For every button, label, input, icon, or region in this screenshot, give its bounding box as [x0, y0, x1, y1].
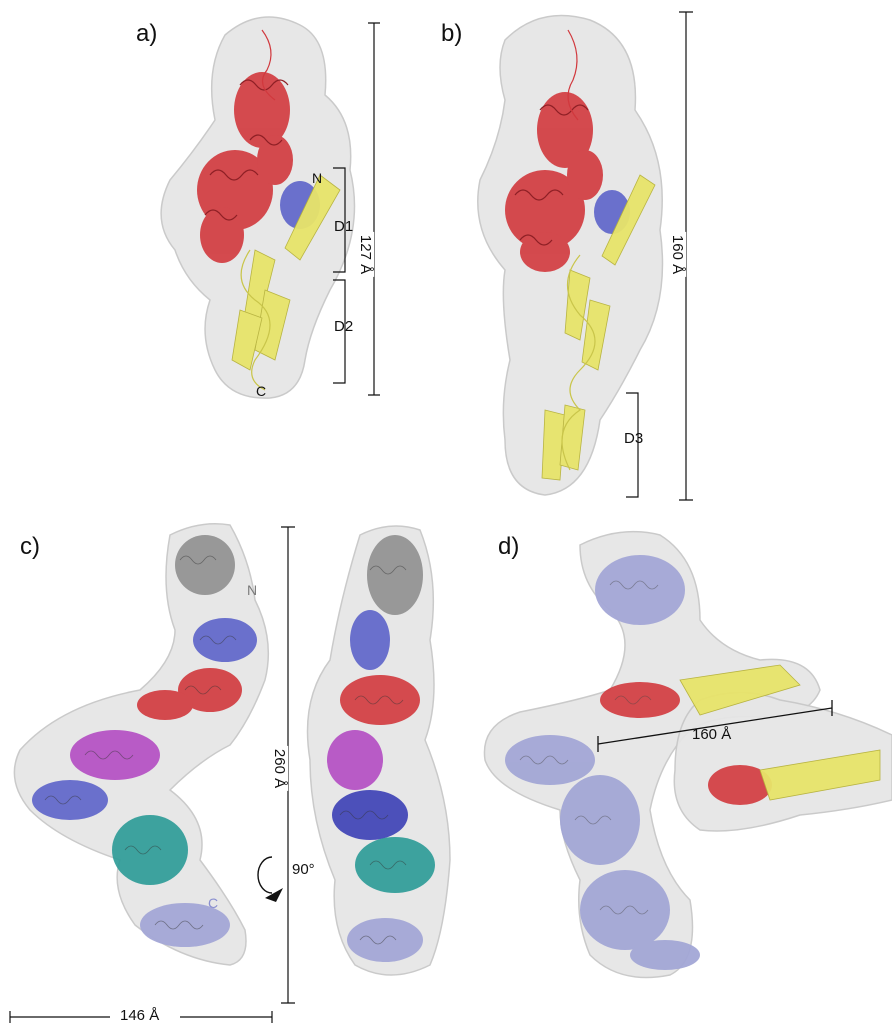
- height-label-c: 260 Å: [271, 746, 288, 791]
- lavender-domain-c-rot: [347, 918, 423, 962]
- gray-domain-c: [175, 535, 235, 595]
- panel-label-c: c): [20, 533, 40, 561]
- blue-domain-c1: [193, 618, 257, 662]
- teal-domain-c: [112, 815, 188, 885]
- height-label-b: 160 Å: [669, 232, 686, 277]
- domain-d1-label: D1: [334, 218, 353, 235]
- domain-d2-label: D2: [334, 318, 353, 335]
- blue-domain-c2: [32, 780, 108, 820]
- n-terminus-c: N: [247, 582, 257, 598]
- magenta-domain-c-rot: [327, 730, 383, 790]
- magenta-domain-c: [70, 730, 160, 780]
- panel-d-structure: [484, 532, 892, 978]
- panel-a-structure: [161, 17, 354, 398]
- red-domain-c-rot: [340, 675, 420, 725]
- teal-domain-c-rot: [355, 837, 435, 893]
- height-label-a: 127 Å: [357, 232, 374, 277]
- panel-label-d: d): [498, 533, 519, 561]
- rotation-label: 90°: [292, 861, 315, 878]
- blue-domain-c-rot1: [350, 610, 390, 670]
- gray-domain-c-rot: [367, 535, 423, 615]
- width-label-c: 146 Å: [117, 1007, 162, 1024]
- panel-label-b: b): [441, 20, 462, 48]
- panel-c-structure-rotated: [308, 526, 451, 975]
- n-terminus-a: N: [312, 170, 322, 186]
- panel-label-a: a): [136, 20, 157, 48]
- panel-c-structure-front: [14, 524, 268, 965]
- c-terminus-c: C: [208, 895, 218, 911]
- blue-domain-c-rot2: [332, 790, 408, 840]
- length-label-d: 160 Å: [692, 726, 731, 743]
- domain-d3-label: D3: [624, 430, 643, 447]
- rotation-arrow: [258, 857, 283, 902]
- panel-b-structure: [478, 16, 663, 496]
- c-terminus-a: C: [256, 383, 266, 399]
